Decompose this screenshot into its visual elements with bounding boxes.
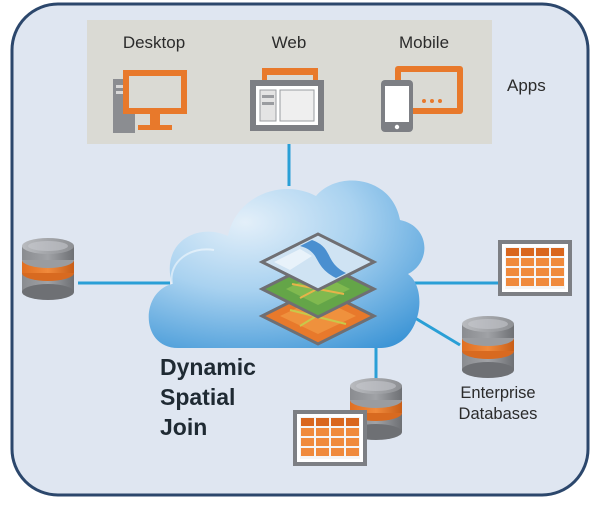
enterprise-label-line-1: Enterprise	[460, 384, 536, 402]
table-cell	[536, 278, 549, 286]
table-cell	[346, 438, 359, 446]
table-cell	[316, 428, 329, 436]
table-cell	[506, 268, 519, 276]
join-label-line-2: Spatial	[160, 384, 236, 410]
join-label-line-3: Join	[160, 414, 208, 440]
table-cell	[346, 428, 359, 436]
table-cell	[331, 448, 344, 456]
table-cell	[316, 438, 329, 446]
mobile-tablet-icon	[381, 66, 463, 132]
table-cell	[536, 258, 549, 266]
table-cell	[301, 418, 314, 426]
table-cell	[301, 428, 314, 436]
table-cell	[316, 418, 329, 426]
join-label-line-1: Dynamic	[160, 354, 256, 380]
enterprise-label-line-2: Databases	[458, 405, 538, 423]
table-cell	[551, 268, 564, 276]
table-cell	[301, 448, 314, 456]
map-layers-icon	[258, 232, 378, 346]
app-label-web: Web	[271, 33, 307, 52]
table-cell	[521, 268, 534, 276]
table-cell	[331, 428, 344, 436]
app-label-desktop: Desktop	[122, 33, 186, 52]
table-cell	[316, 448, 329, 456]
table-cell	[506, 258, 519, 266]
table-cell	[521, 258, 534, 266]
enterprise-databases-label: Enterprise Databases	[428, 383, 568, 425]
table-cell	[551, 248, 564, 256]
table-cell	[521, 248, 534, 256]
table-cell	[301, 438, 314, 446]
web-browser-icon	[250, 68, 324, 131]
table-cell	[331, 418, 344, 426]
desktop-computer-icon	[113, 70, 187, 133]
table-cell	[346, 418, 359, 426]
app-label-mobile: Mobile	[398, 33, 450, 52]
table-cell	[331, 438, 344, 446]
table-cell	[506, 248, 519, 256]
table-cell	[521, 278, 534, 286]
dynamic-spatial-join-label: Dynamic Spatial Join	[160, 352, 256, 442]
enterprise-database-icon-right	[462, 316, 514, 378]
table-cell	[506, 278, 519, 286]
table-cell	[346, 448, 359, 456]
table-cell	[551, 278, 564, 286]
right-table-icon	[498, 240, 572, 296]
left-database-icon	[22, 238, 74, 300]
table-cell	[551, 258, 564, 266]
apps-group-label: Apps	[507, 76, 546, 95]
bottom-table-icon	[293, 410, 367, 466]
table-cell	[536, 268, 549, 276]
table-cell	[536, 248, 549, 256]
